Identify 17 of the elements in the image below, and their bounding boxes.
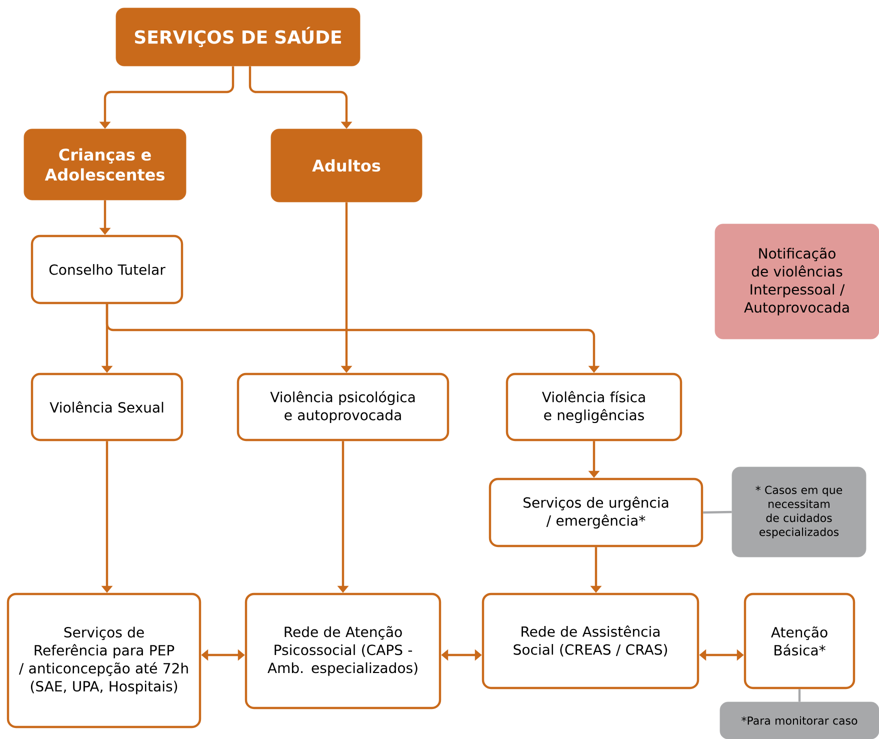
- process-box: Violência física e negligências: [506, 372, 682, 442]
- category-box: Crianças e Adolescentes: [24, 128, 186, 200]
- leader-line: [798, 689, 801, 702]
- notification-box: Notificação de violências Interpessoal / Autoprovocada: [714, 224, 879, 340]
- leader-line: [703, 510, 732, 514]
- title-box: SERVIÇOS DE SAÚDE: [116, 8, 360, 66]
- process-box: Rede de Atenção Psicossocial (CAPS - Amb. especializados): [244, 592, 442, 710]
- process-box: Violência psicológica e autoprovocada: [236, 372, 450, 442]
- process-box: Violência Sexual: [30, 372, 184, 442]
- process-box: Serviços de Referência para PEP / anticoncepção até 72h (SAE, UPA, Hospitais): [6, 592, 202, 728]
- process-box: Serviços de urgência / emergência*: [488, 478, 704, 548]
- category-box: Adultos: [270, 128, 422, 202]
- note-box: * Casos em que necessitam de cuidados especializados: [732, 466, 866, 558]
- note-box: *Para monitorar caso: [720, 702, 879, 739]
- process-box: Rede de Assistência Social (CREAS / CRAS): [482, 592, 700, 690]
- process-box: Atenção Básica*: [744, 592, 856, 690]
- process-box: Conselho Tutelar: [30, 234, 184, 304]
